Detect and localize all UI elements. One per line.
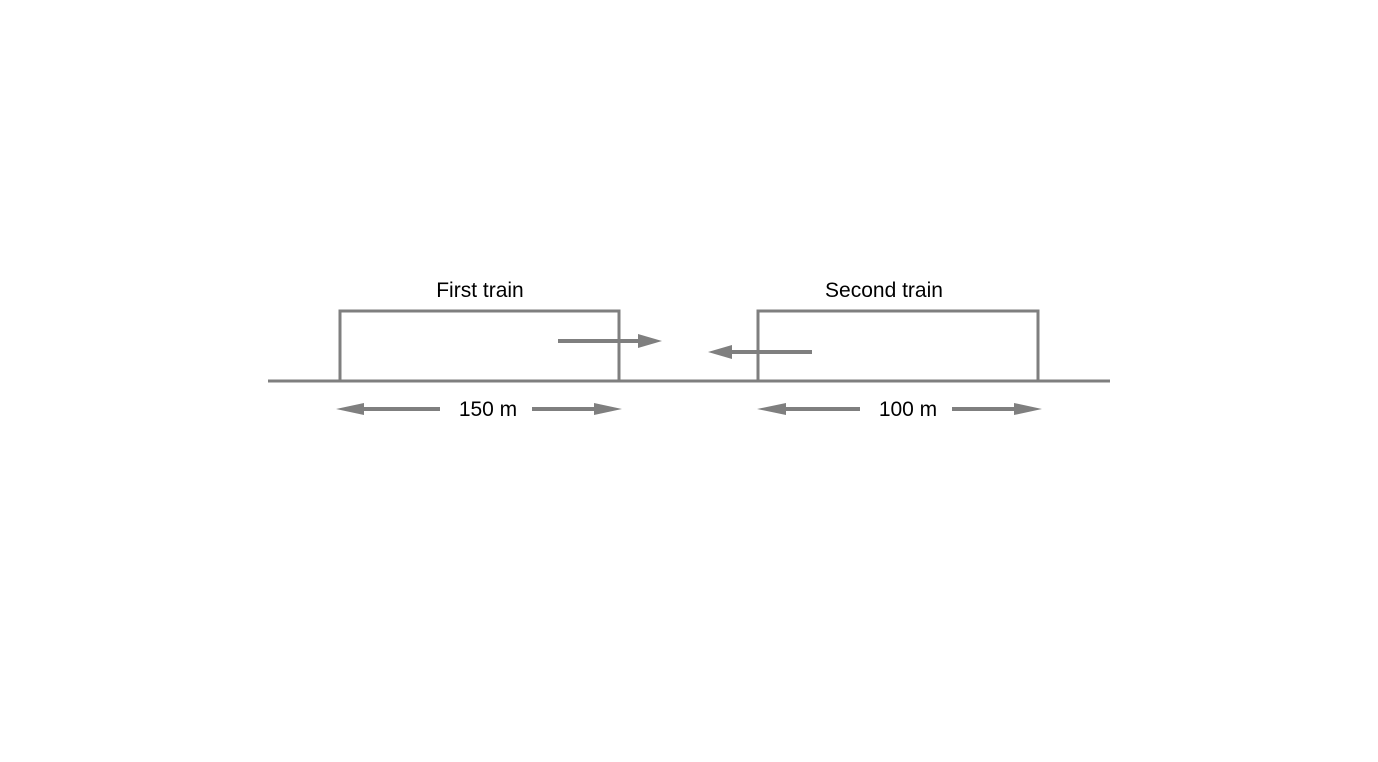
first-train-length-label: 150 m: [459, 398, 517, 421]
first-train-arrow-head: [638, 334, 662, 348]
second-train-length-left-arrow-icon: [757, 403, 860, 415]
first-train-length-right-arrow-icon: [532, 403, 622, 415]
first-train-box: [338, 309, 621, 383]
dim100-left-head: [757, 403, 786, 415]
first-train-direction-right-arrow-icon: [558, 334, 662, 348]
second-train-length-label: 100 m: [879, 398, 937, 421]
dim150-right-head: [594, 403, 622, 415]
second-train-box: [756, 309, 1040, 383]
dim150-left-head: [336, 403, 364, 415]
second-train-arrow-head: [708, 345, 732, 359]
second-train-length-right-arrow-icon: [952, 403, 1042, 415]
dim100-right-head: [1014, 403, 1042, 415]
second-train-label: Second train: [825, 279, 943, 302]
first-train-label: First train: [436, 279, 524, 302]
second-train-direction-left-arrow-icon: [708, 345, 812, 359]
first-train-length-left-arrow-icon: [336, 403, 440, 415]
